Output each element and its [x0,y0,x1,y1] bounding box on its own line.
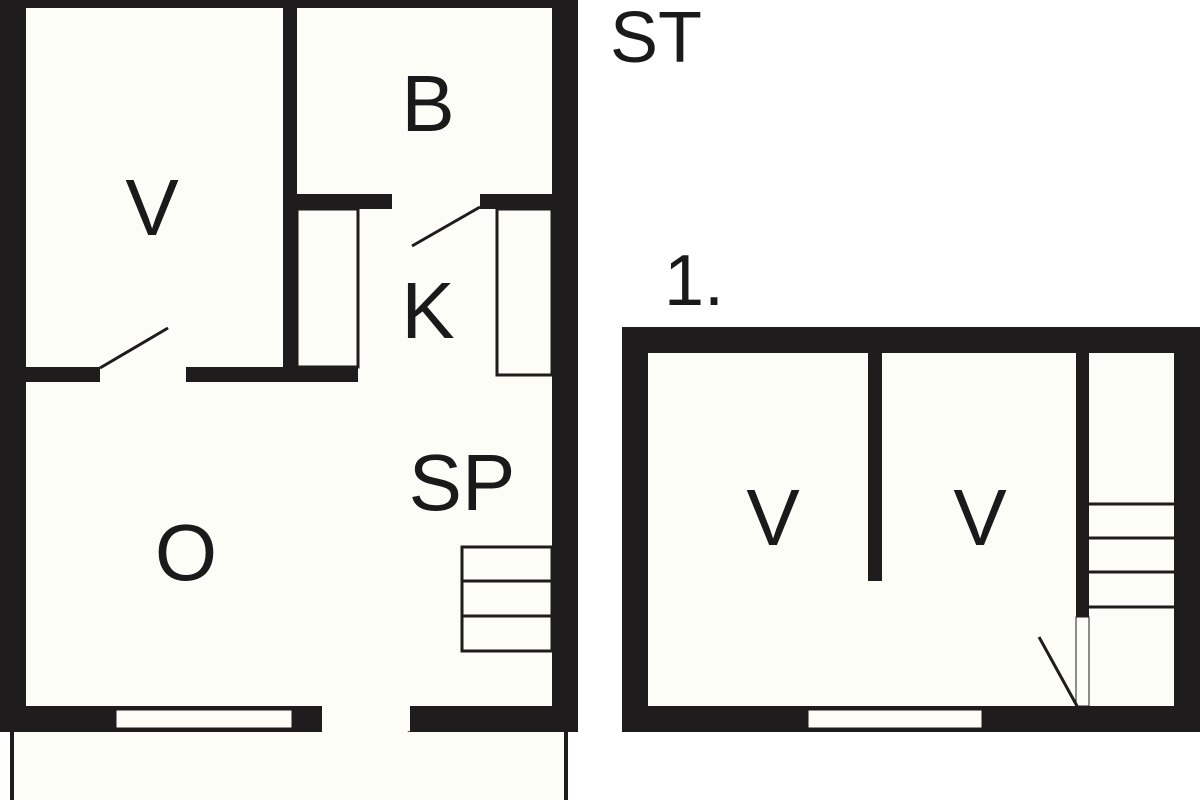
outer-wall-right [552,0,578,732]
interior-wall [1076,353,1089,617]
bedroom-door-swing [99,326,169,370]
room-label: V [125,163,179,252]
door-swing [1037,636,1079,707]
bathroom-door-swing [411,205,481,248]
entrance-door-opening [322,706,410,732]
interior-wall [868,353,882,581]
kitchen-counter-right [495,207,554,377]
room-label: SP [409,438,516,527]
door-opening [1075,616,1090,707]
floor-label: ST [610,0,702,78]
interior-wall [26,367,358,382]
room-label: V [746,473,800,562]
stairs [460,545,554,653]
room-label: B [401,59,454,148]
kitchen-counter-left [295,207,360,369]
interior-wall [283,0,297,382]
room-label: O [155,508,217,597]
window [807,709,983,729]
room-label: K [401,266,454,355]
bathroom-door-opening [392,194,480,209]
stairs [1089,502,1174,609]
floor-label: 1. [664,241,724,321]
ground-floor-plan: V B K SP O [0,0,578,800]
porch [10,732,566,800]
outer-wall-left [0,0,26,732]
window [115,709,293,729]
room-label: V [953,473,1007,562]
bedroom-door-opening [100,367,186,382]
first-floor-plan: V V [622,327,1200,732]
